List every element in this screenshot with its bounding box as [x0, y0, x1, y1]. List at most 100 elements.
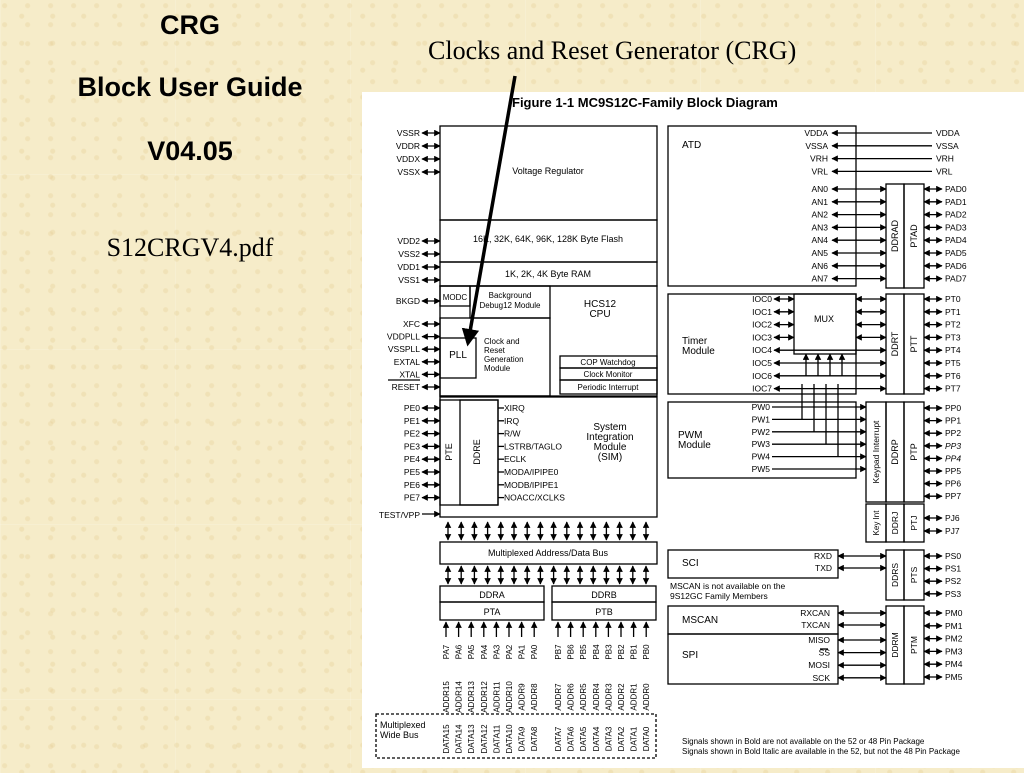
pb-pin-pb2: PB2 [617, 644, 626, 660]
multiplexed-wide-bus-label: Wide Bus [380, 730, 419, 740]
pp-pp2: PP2 [945, 428, 961, 438]
pin-vss2: VSS2 [398, 249, 420, 259]
pb-pin-pb4: PB4 [592, 644, 601, 660]
addr-addr0: ADDR0 [642, 683, 651, 711]
addr-addr6: ADDR6 [567, 683, 576, 711]
ddre-block [459, 399, 499, 506]
multiplexed-wide-bus-box [375, 713, 657, 759]
data-data1: DATA1 [630, 726, 639, 751]
addr-addr14: ADDR14 [455, 681, 464, 713]
pw-pw1: PW1 [752, 414, 771, 424]
sim-signal-modb-ipipe1: MODB/IPIPE1 [504, 480, 559, 490]
pll-block [439, 337, 477, 379]
pw-pw0: PW0 [752, 402, 771, 412]
pad-pad3: PAD3 [945, 222, 967, 232]
pw-pw2: PW2 [752, 427, 771, 437]
flash-label: 16K, 32K, 64K, 96K, 128K Byte Flash [473, 234, 623, 244]
pt-pt5: PT5 [945, 358, 961, 368]
modc-label: MODC [443, 293, 468, 302]
ps-ps2: PS2 [945, 576, 961, 586]
sim-label: Integration [586, 432, 633, 443]
data-data8: DATA8 [530, 726, 539, 751]
atd-outer-vrl: VRL [936, 166, 953, 176]
crg-label: Generation [484, 355, 524, 364]
pw-pw4: PW4 [752, 452, 771, 462]
mscan-note: 9S12GC Family Members [670, 591, 768, 601]
pb-pin-pb3: PB3 [604, 644, 613, 660]
pin-test-vpp: TEST/VPP [379, 510, 420, 520]
sim-signal-xirq: XIRQ [504, 403, 525, 413]
crg-heading: CRG [160, 10, 220, 40]
an-an5: AN5 [811, 248, 828, 258]
pm-pm4: PM4 [945, 659, 963, 669]
ddrs-label: DDRS [890, 563, 900, 587]
voltage-regulator-label: Voltage Regulator [512, 166, 584, 176]
mscan-rxcan: RXCAN [800, 608, 830, 618]
pts-label: PTS [909, 566, 919, 583]
pa-pin-pa7: PA7 [442, 644, 451, 659]
addr-addr5: ADDR5 [579, 683, 588, 711]
keypad-label: Keypad Interrupt [871, 420, 881, 483]
an-an0: AN0 [811, 184, 828, 194]
pw-pw5: PW5 [752, 464, 771, 474]
ptm-label: PTM [909, 636, 919, 654]
data-data14: DATA14 [455, 724, 464, 754]
atd-inner-vssa: VSSA [805, 141, 828, 151]
pin-extal: EXTAL [394, 357, 421, 367]
sim-signal-lstrb-taglo: LSTRB/TAGLO [504, 441, 562, 451]
pm-pm0: PM0 [945, 608, 963, 618]
data-data13: DATA13 [467, 724, 476, 754]
ptm-block [903, 605, 925, 685]
pin-xtal: XTAL [399, 369, 420, 379]
periodic-interrupt-label: Periodic Interrupt [578, 383, 640, 392]
pb-pin-pb6: PB6 [567, 644, 576, 660]
ioc-ioc3: IOC3 [752, 332, 772, 342]
ptj-block [903, 503, 925, 543]
pa-pin-pa6: PA6 [455, 644, 464, 659]
figure-title: Figure 1-1 MC9S12C-Family Block Diagram [512, 95, 778, 110]
cpu-label: HCS12 [584, 299, 617, 310]
sim-label: System [593, 422, 626, 433]
pin-pe2: PE2 [404, 429, 420, 439]
mscan-note: MSCAN is not available on the [670, 581, 786, 591]
ps-ps1: PS1 [945, 564, 961, 574]
addr-addr13: ADDR13 [467, 681, 476, 713]
pin-vsspll: VSSPLL [388, 344, 420, 354]
pin-pe4: PE4 [404, 454, 420, 464]
mux-bus-block [439, 541, 658, 565]
pm-pm2: PM2 [945, 634, 963, 644]
bdm-label: Debug12 Module [480, 301, 541, 310]
sim-signal-moda-ipipe0: MODA/IPIPE0 [504, 467, 559, 477]
pts-block [903, 549, 925, 601]
sim-signal-eclk: ECLK [504, 454, 527, 464]
ddrm-label: DDRM [890, 632, 900, 658]
ram-label: 1K, 2K, 4K Byte RAM [505, 269, 591, 279]
ptad-block [903, 183, 925, 289]
timer-label: Timer [682, 336, 708, 347]
addr-addr2: ADDR2 [617, 683, 626, 711]
pin-vddx: VDDX [396, 154, 420, 164]
sim-signal-r-w: R/W [504, 429, 521, 439]
addr-addr12: ADDR12 [480, 681, 489, 713]
pin-pe6: PE6 [404, 480, 420, 490]
an-an7: AN7 [811, 274, 828, 284]
pta-block [439, 601, 545, 621]
addr-addr4: ADDR4 [592, 683, 601, 711]
ptj-label: PTJ [909, 515, 919, 530]
pb-pin-pb7: PB7 [554, 644, 563, 660]
pa-pin-pa5: PA5 [467, 644, 476, 659]
pin-pe3: PE3 [404, 441, 420, 451]
pp-pp0: PP0 [945, 403, 961, 413]
atd-block [667, 125, 857, 287]
crg-label: Module [484, 364, 511, 373]
data-data15: DATA15 [442, 724, 451, 754]
pp-pp7: PP7 [945, 491, 961, 501]
atd-outer-vdda: VDDA [936, 128, 960, 138]
data-data11: DATA11 [492, 724, 501, 753]
crg-label: Reset [484, 346, 506, 355]
addr-addr3: ADDR3 [604, 683, 613, 711]
ddra-label: DDRA [479, 590, 505, 600]
bdm-label: Background [489, 291, 532, 300]
ioc-ioc7: IOC7 [752, 384, 772, 394]
